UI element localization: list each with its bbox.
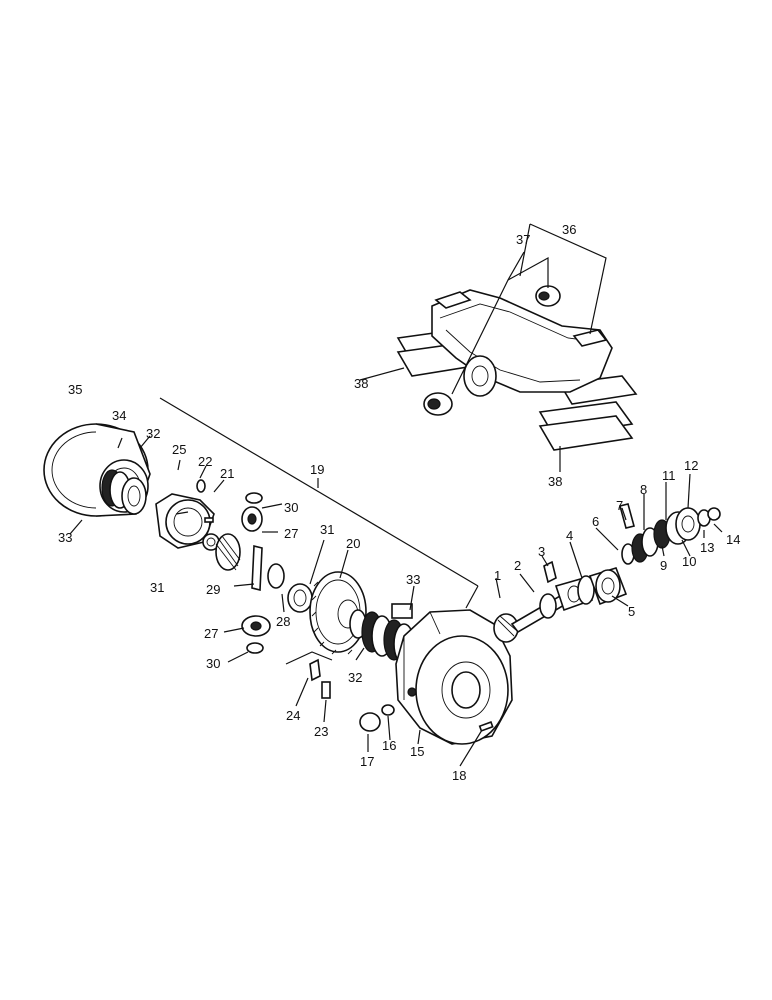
label-34: 34	[112, 408, 126, 423]
label-30-bottom: 30	[206, 656, 220, 671]
label-27-top: 27	[284, 526, 298, 541]
label-36: 36	[562, 222, 576, 237]
label-33-left: 33	[58, 530, 72, 545]
label-35: 35	[68, 382, 82, 397]
label-37: 37	[516, 232, 530, 247]
label-33-centre: 33	[406, 572, 420, 587]
label-11: 11	[662, 468, 676, 483]
label-16: 16	[382, 738, 396, 753]
label-14: 14	[726, 532, 740, 547]
label-6: 6	[592, 514, 599, 529]
label-24: 24	[286, 708, 300, 723]
label-8: 8	[640, 482, 647, 497]
label-28: 28	[276, 614, 290, 629]
label-27-bottom: 27	[204, 626, 218, 641]
label-21: 21	[220, 466, 234, 481]
label-38-right: 38	[548, 474, 562, 489]
label-22: 22	[198, 454, 212, 469]
leader-lines	[69, 223, 723, 767]
differential-case	[155, 493, 215, 549]
axle-beam-assembly	[396, 285, 638, 451]
label-19: 19	[310, 462, 324, 477]
label-12: 12	[684, 458, 698, 473]
label-30-top: 30	[284, 500, 298, 515]
label-9: 9	[660, 558, 667, 573]
label-5: 5	[628, 604, 635, 619]
callout-labels: 1 2 3 4 5 6 7 8 9 10 11 12 13 14 15 16 1…	[58, 222, 740, 783]
label-32-top: 32	[146, 426, 160, 441]
hub-housing	[43, 423, 151, 517]
label-10: 10	[682, 554, 696, 569]
label-7: 7	[616, 498, 623, 513]
pinion-shaft-assembly	[493, 503, 721, 643]
label-23: 23	[314, 724, 328, 739]
gearbox-housing	[359, 609, 513, 745]
label-31-right: 31	[320, 522, 334, 537]
small-parts-left	[196, 479, 313, 654]
label-4: 4	[566, 528, 573, 543]
label-2: 2	[514, 558, 521, 573]
label-29: 29	[206, 582, 220, 597]
label-38-left: 38	[354, 376, 368, 391]
label-3: 3	[538, 544, 545, 559]
label-20: 20	[346, 536, 360, 551]
label-17: 17	[360, 754, 374, 769]
label-13: 13	[700, 540, 714, 555]
label-25: 25	[172, 442, 186, 457]
bolts-23-24	[309, 658, 331, 699]
label-15: 15	[410, 744, 424, 759]
label-31-left: 31	[150, 580, 164, 595]
label-1: 1	[494, 568, 501, 583]
label-32-bottom: 32	[348, 670, 362, 685]
label-18: 18	[452, 768, 466, 783]
